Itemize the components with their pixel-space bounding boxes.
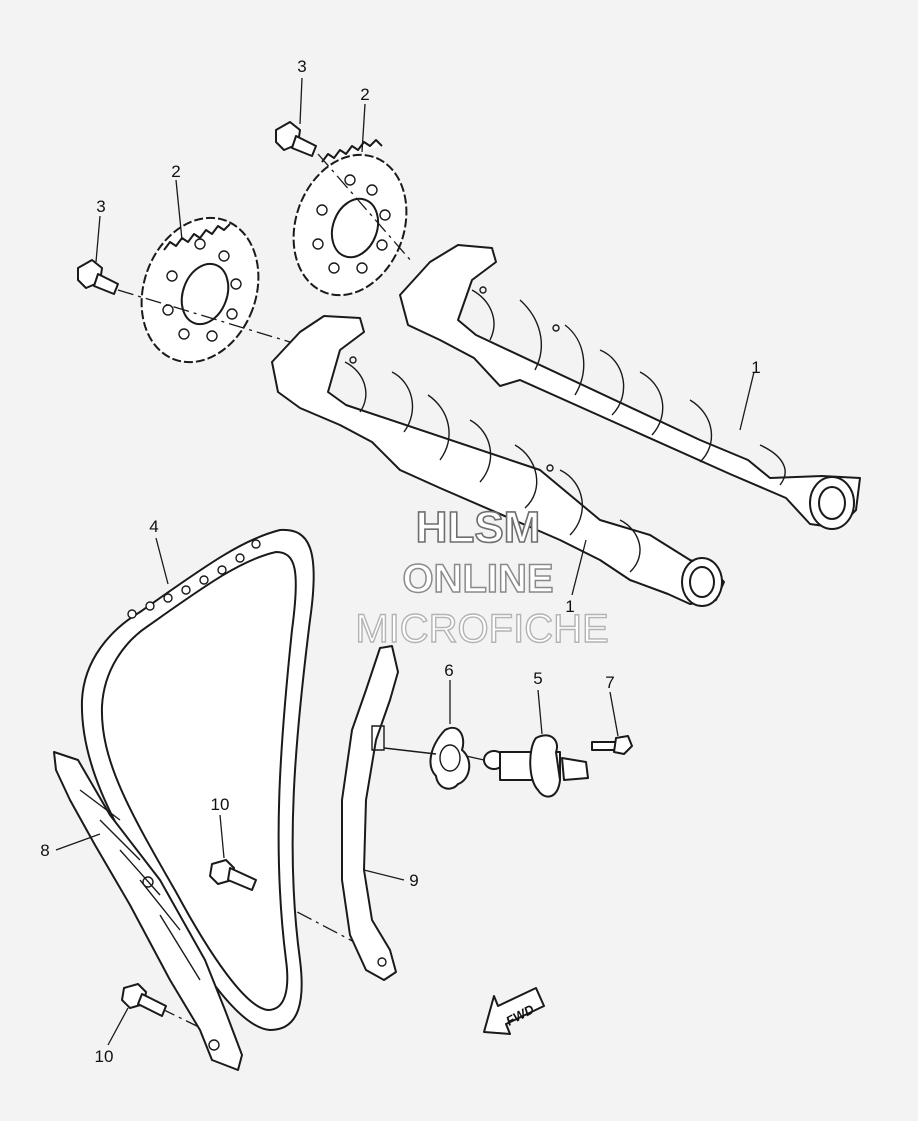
callout-bolt-lower: 3 xyxy=(96,197,105,216)
callout-sprocket-lower: 2 xyxy=(171,162,180,181)
sprocket-bolt-upper xyxy=(275,121,317,157)
callout-sprocket-upper: 2 xyxy=(360,85,369,104)
callout-tensioner: 5 xyxy=(533,669,542,688)
sprocket-lower xyxy=(140,216,260,364)
guide-bolt-upper xyxy=(209,859,257,891)
callout-timing-chain: 4 xyxy=(149,517,158,536)
watermark-line-3: MICROFICHE xyxy=(355,607,608,651)
callout-camshaft-lower: 1 xyxy=(565,597,574,616)
camshaft-upper xyxy=(399,244,861,530)
tensioner-bolt xyxy=(591,735,633,755)
callout-chain-guide: 8 xyxy=(40,841,49,860)
callout-gasket: 6 xyxy=(444,661,453,680)
timing-chain xyxy=(80,528,315,1031)
callout-guide-bolt-lower: 10 xyxy=(95,1047,114,1066)
callout-labels: 3 2 3 2 1 1 4 6 5 7 8 9 10 10 xyxy=(40,57,760,1066)
callout-guide-bolt-upper: 10 xyxy=(211,795,230,814)
tensioner-guide xyxy=(341,645,399,981)
chain-guide xyxy=(53,751,243,1071)
sprocket-upper xyxy=(292,139,408,297)
callout-tensioner-guide: 9 xyxy=(409,871,418,890)
callout-camshaft-upper: 1 xyxy=(751,358,760,377)
watermark: HLSM ONLINE MICROFICHE xyxy=(355,502,610,652)
camshaft-lower xyxy=(271,315,725,607)
tensioner-gasket xyxy=(429,727,471,790)
watermark-line-2: ONLINE xyxy=(402,557,553,601)
leader-lines xyxy=(55,77,755,1046)
callout-bolt-upper: 3 xyxy=(297,57,306,76)
watermark-line-1: HLSM xyxy=(416,503,541,552)
sprocket-bolt-lower xyxy=(77,259,119,295)
forward-arrow-icon: FWD xyxy=(483,987,545,1035)
callout-tensioner-bolt: 7 xyxy=(605,673,614,692)
cam-chain-tensioner xyxy=(483,734,589,798)
guide-bolt-lower xyxy=(121,983,167,1017)
